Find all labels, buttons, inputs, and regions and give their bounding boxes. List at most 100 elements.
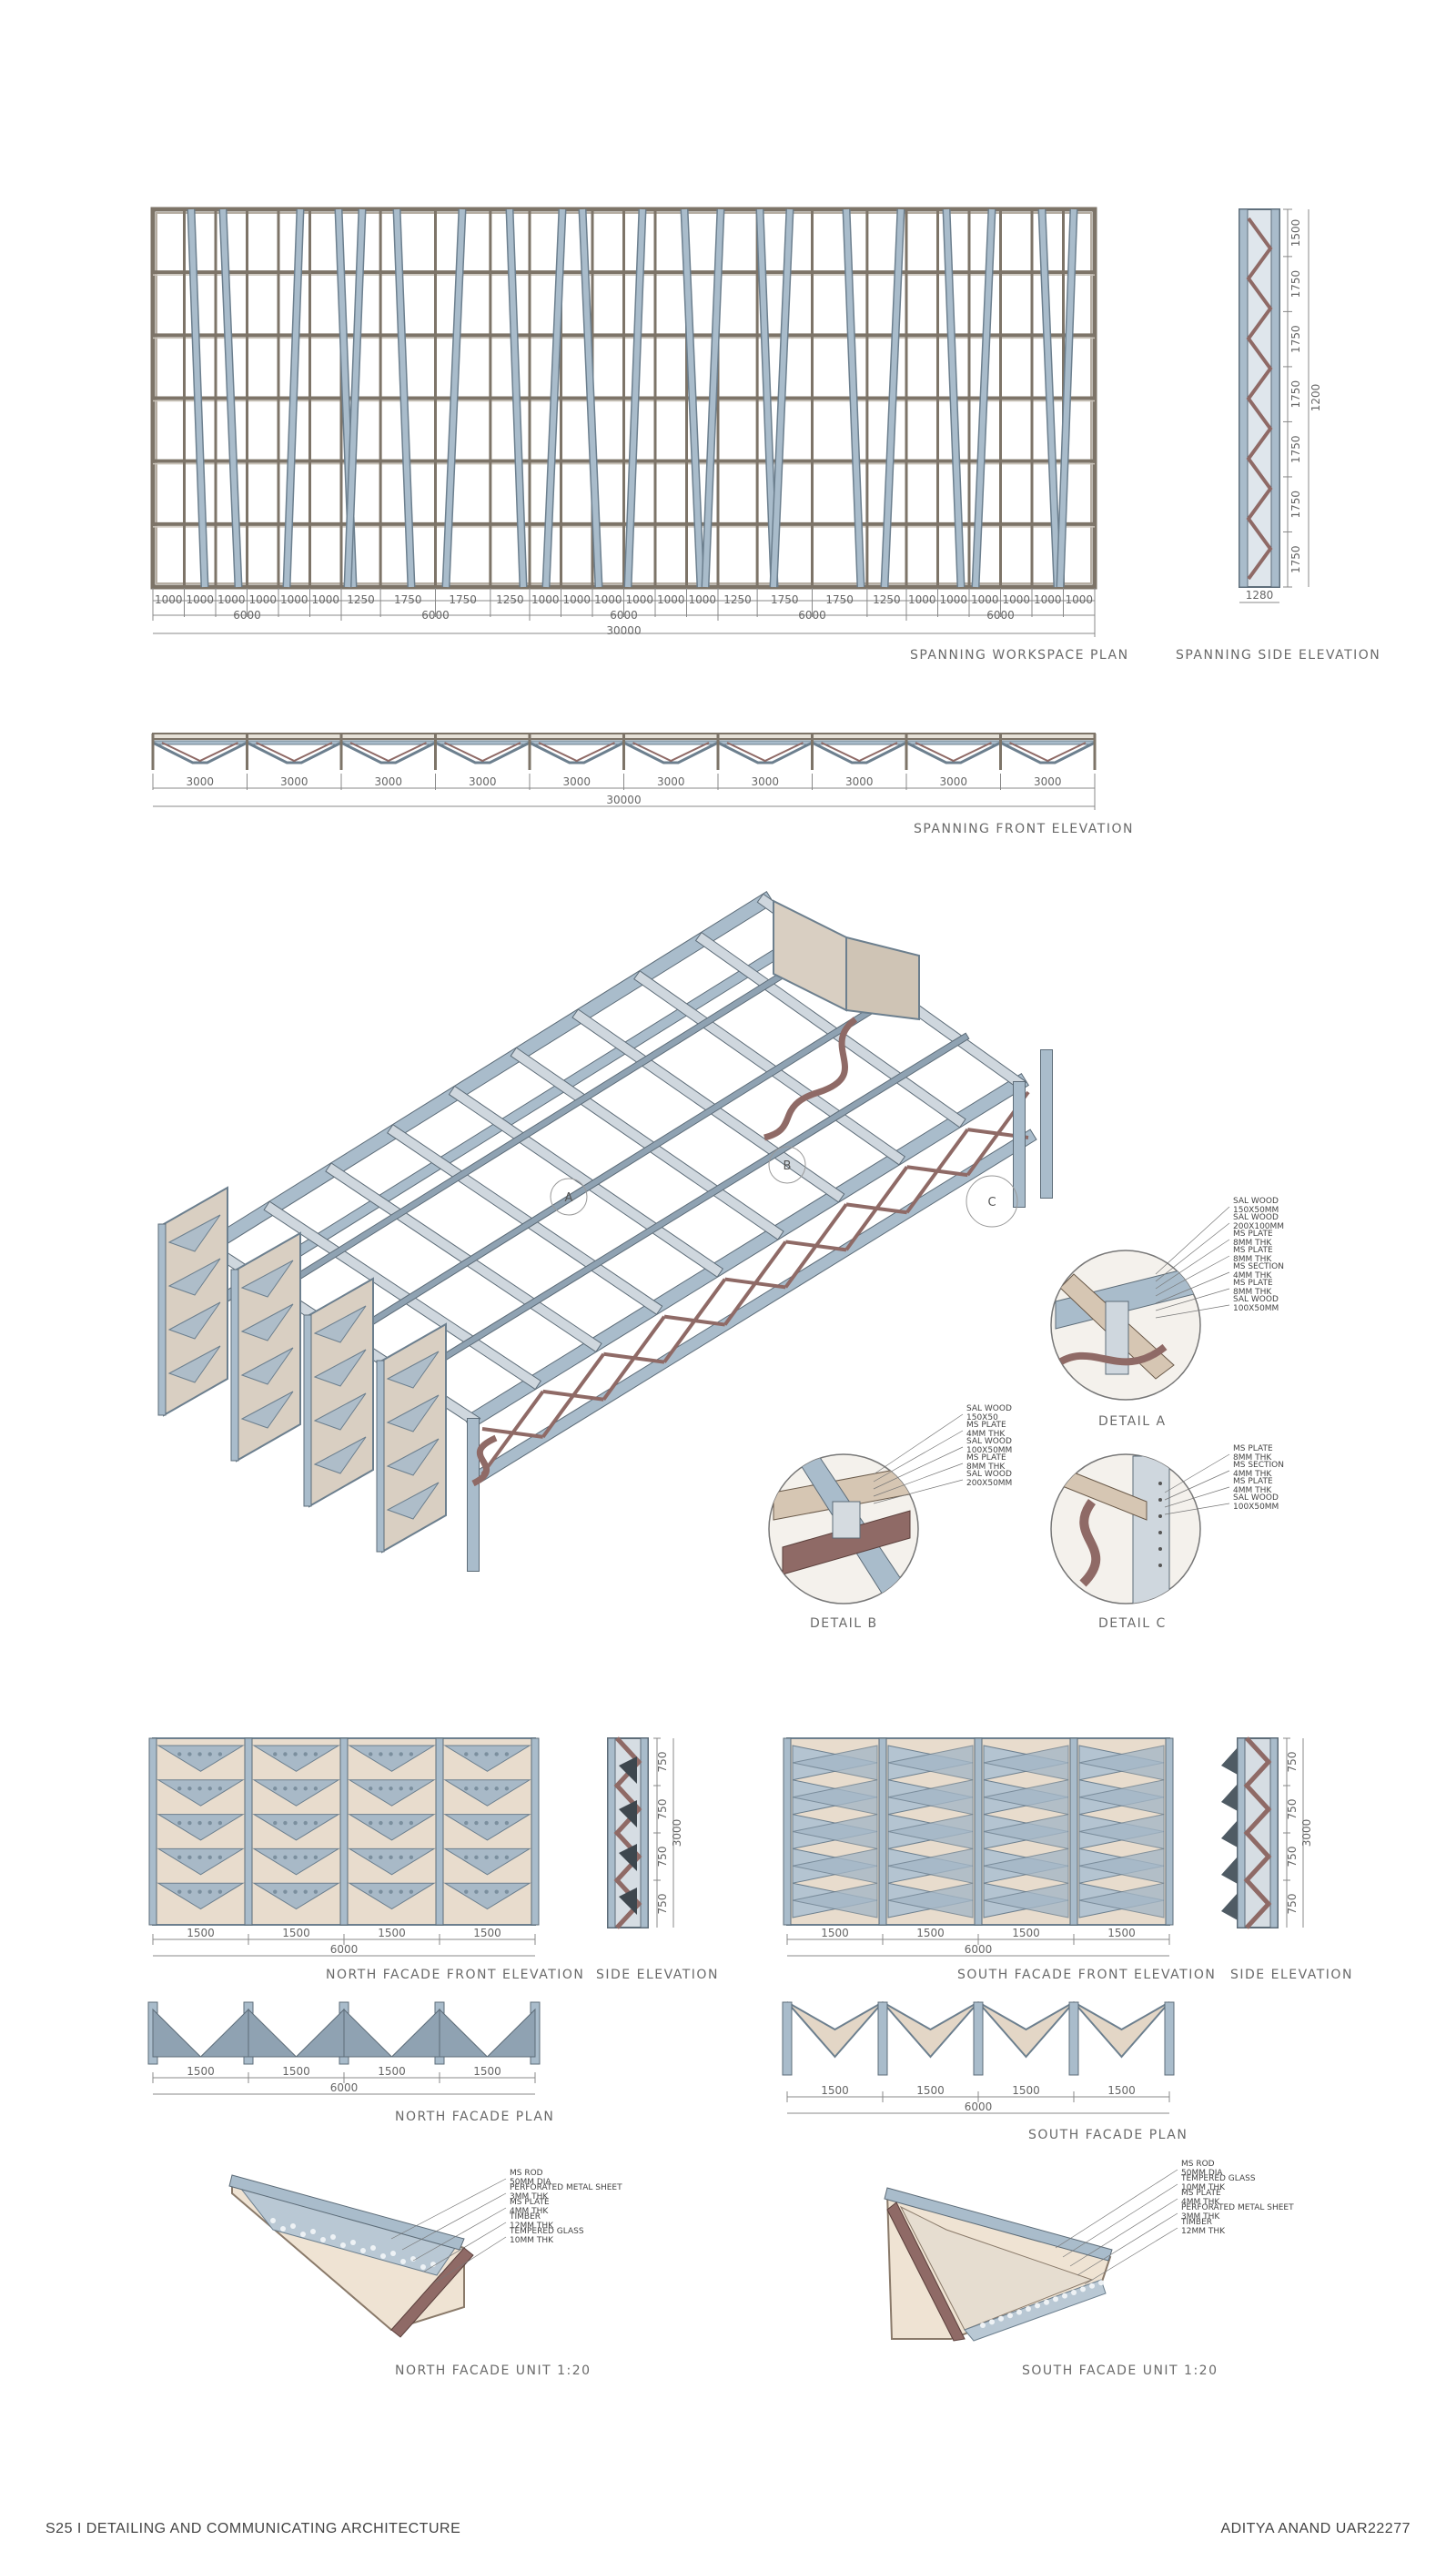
detail-b-note: SAL WOOD	[966, 1404, 1012, 1413]
north-front-fin	[348, 1847, 436, 1876]
north-front-fin	[252, 1779, 340, 1807]
axo-cross-beam	[696, 933, 966, 1128]
axo-perforated-fin	[386, 1438, 440, 1476]
south-front-fin	[887, 1779, 974, 1816]
south-side-fin	[1221, 1747, 1238, 1775]
north-front-perforation	[177, 1855, 182, 1860]
plan-bay-dim: 1000	[248, 593, 277, 606]
north-unit-hole	[390, 2251, 396, 2256]
north-front-fin	[443, 1882, 531, 1910]
axo-perforated-fin	[386, 1394, 440, 1432]
front-elevation-caption: SPANNING FRONT ELEVATION	[914, 822, 1134, 836]
north-unit-hole	[340, 2242, 346, 2248]
detail-a-leader	[1155, 1206, 1230, 1275]
plan-steel-member-face	[682, 208, 703, 588]
front-truss	[811, 741, 907, 764]
plan-total-dim: 30000	[606, 624, 641, 637]
front-truss-web	[161, 742, 238, 763]
north-plan-bay-dim: 1500	[378, 2065, 406, 2078]
north-front-perforation	[504, 1820, 510, 1826]
north-front-perforation	[369, 1855, 373, 1860]
axo-facade-post	[303, 1314, 312, 1507]
north-front-perforation	[293, 1889, 298, 1894]
north-side-dim: 750	[656, 1847, 669, 1868]
plan-bay-dim: 1750	[449, 593, 477, 606]
axo-perforated-fin	[240, 1260, 294, 1298]
north-front-perforation	[303, 1820, 308, 1826]
south-unit-note: 4MM THK	[1181, 2198, 1220, 2207]
axo-perforated-fin	[167, 1345, 221, 1383]
north-unit-note: TEMPERED GLASS	[509, 2227, 584, 2236]
north-unit-note: 3MM THK	[510, 2192, 549, 2202]
plan-bay-dim: 1250	[496, 593, 524, 606]
axo-perforated-fin	[386, 1482, 440, 1520]
north-unit-note: MS ROD	[510, 2169, 543, 2178]
north-front-perforation	[217, 1752, 223, 1756]
axo-cross-beam	[511, 1048, 784, 1240]
axo-perforated-fin	[167, 1301, 221, 1340]
north-front-perforation	[409, 1752, 414, 1756]
detail-b-note: 100X50MM	[966, 1446, 1012, 1455]
south-plan-fin	[1073, 2001, 1170, 2059]
detail-c-bolt	[1158, 1531, 1162, 1534]
front-bay-dim: 3000	[374, 775, 402, 788]
north-front-perforation	[409, 1820, 414, 1826]
south-unit-note: TEMPERED GLASS	[1180, 2174, 1256, 2183]
north-front-perforation	[197, 1889, 202, 1894]
north-unit-hole	[300, 2232, 306, 2237]
front-truss	[999, 741, 1096, 764]
south-unit-hole	[1071, 2290, 1077, 2295]
detail-b-note: 8MM THK	[966, 1463, 1006, 1472]
front-bay-dim: 3000	[469, 775, 497, 788]
detail-a-leader	[1155, 1271, 1230, 1304]
north-front-perforation	[273, 1787, 278, 1791]
axo-detail-label: A	[565, 1191, 573, 1205]
north-front-perforation	[399, 1855, 403, 1860]
south-front-total-dim: 6000	[965, 1943, 993, 1956]
detail-b-note: SAL WOOD	[966, 1437, 1012, 1446]
side-dim: 1750	[1289, 491, 1302, 519]
north-front-perforation	[273, 1752, 278, 1756]
north-front-fin	[157, 1814, 245, 1841]
south-unit-caption: SOUTH FACADE UNIT 1:20	[1022, 2363, 1218, 2378]
north-plan-fin	[199, 2008, 249, 2058]
north-unit-hole	[330, 2234, 336, 2240]
south-plan-bay-dim: 1500	[1012, 2084, 1040, 2097]
north-unit-timber	[390, 2247, 474, 2338]
front-bay-dim: 3000	[186, 775, 214, 788]
north-front-perforation	[313, 1820, 318, 1826]
axo-facade-post	[157, 1223, 167, 1416]
north-plan-fin	[439, 2008, 489, 2058]
north-front-perforation	[273, 1889, 278, 1894]
south-unit-leader	[1062, 2183, 1178, 2258]
north-plan-total-dim: 6000	[330, 2081, 359, 2094]
front-truss-web	[444, 742, 521, 763]
axo-timber-brace	[662, 1278, 727, 1363]
front-truss	[905, 741, 1002, 764]
south-side-dim: 750	[1286, 1752, 1299, 1773]
south-front-bay-dim: 1500	[916, 1927, 945, 1939]
plan-bay-dim: 1000	[311, 593, 339, 606]
north-front-fin	[443, 1745, 531, 1772]
detail-b-leader	[873, 1430, 964, 1483]
north-front-perforation	[474, 1820, 479, 1826]
front-truss-web	[256, 742, 333, 763]
north-front-perforation	[207, 1787, 212, 1791]
side-elevation-caption: SPANNING SIDE ELEVATION	[1176, 648, 1381, 663]
north-plan-bay-dim: 1500	[282, 2065, 310, 2078]
north-front-perforation	[464, 1889, 469, 1894]
south-front-fin	[887, 1745, 974, 1781]
north-front-perforation	[484, 1752, 489, 1756]
axo-timber-brace	[480, 1390, 545, 1476]
plan-bay-dim: 1250	[723, 593, 752, 606]
north-front-perforation	[464, 1787, 469, 1791]
north-front-fin	[252, 1814, 340, 1841]
north-front-perforation	[409, 1787, 414, 1791]
north-front-perforation	[474, 1787, 479, 1791]
south-plan-fin	[977, 2001, 1075, 2059]
south-front-bay-dim: 1500	[1107, 1927, 1136, 1939]
north-front-bay-dim: 1500	[378, 1927, 406, 1939]
north-front-fin	[252, 1847, 340, 1876]
